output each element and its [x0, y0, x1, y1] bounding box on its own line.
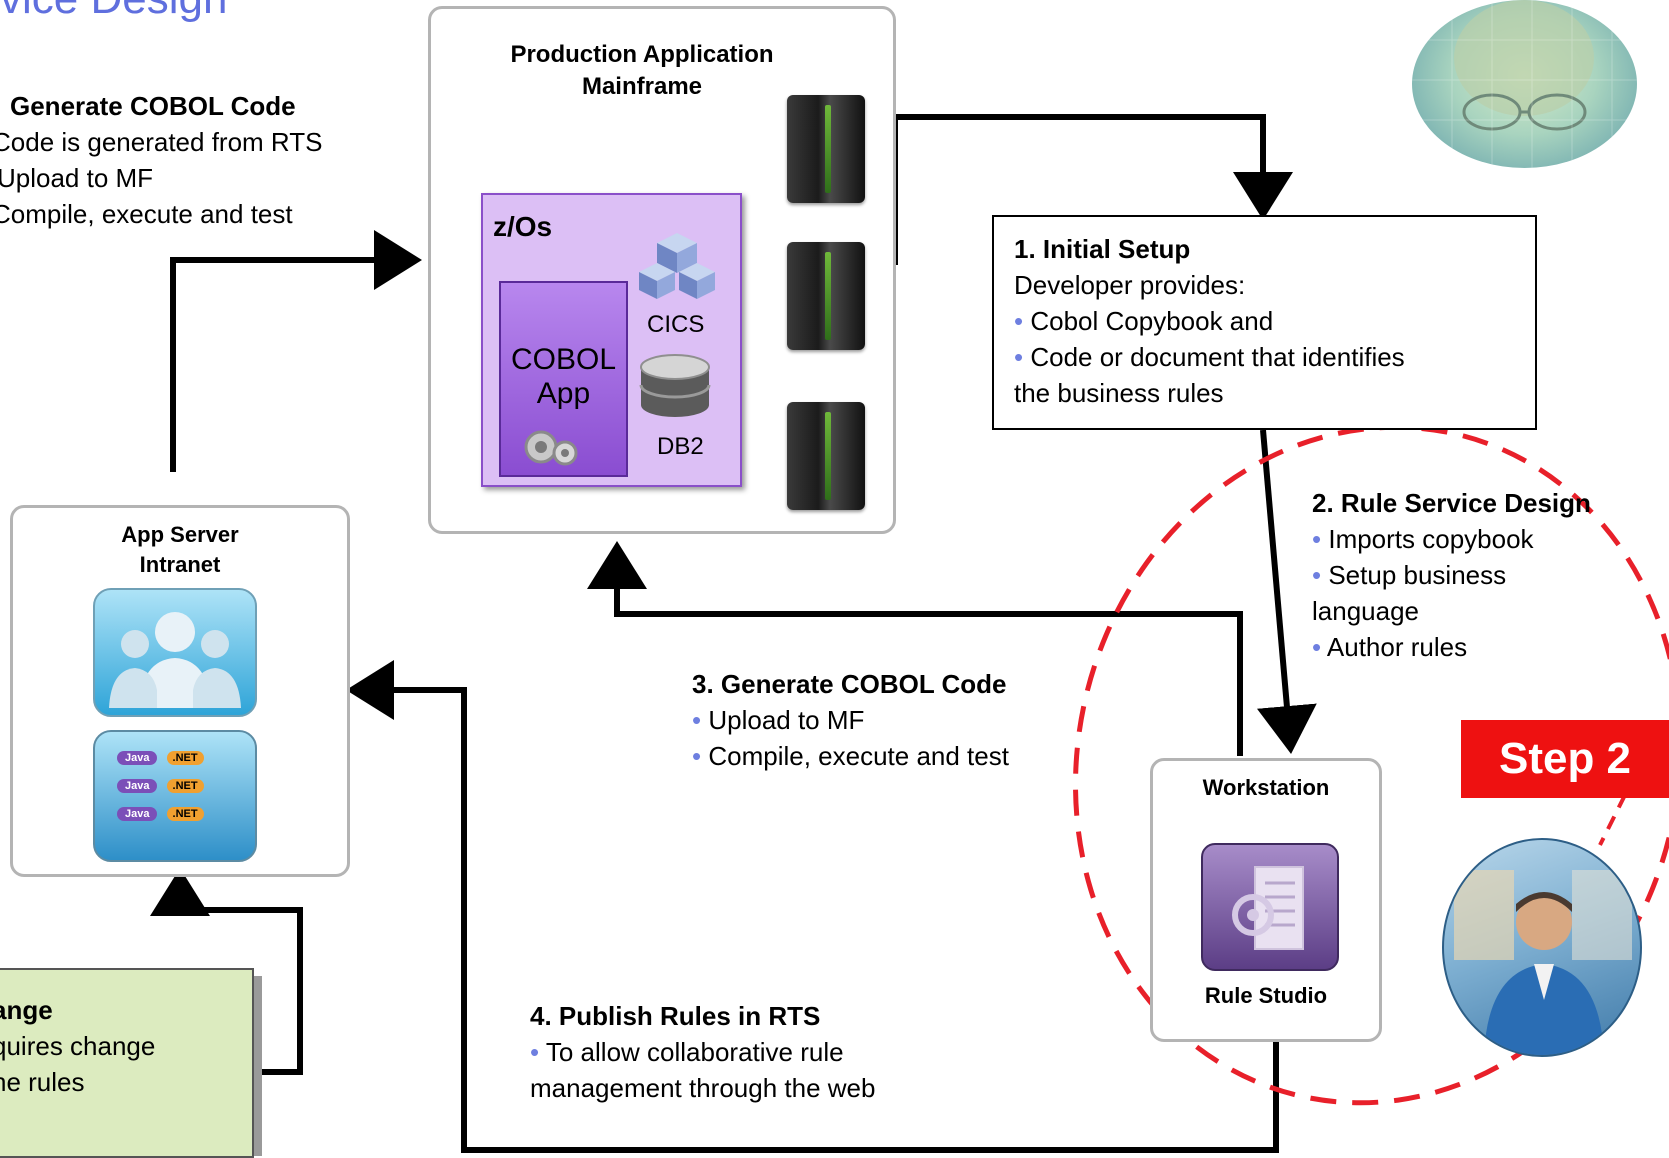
- cobol-app-panel: COBOL App: [499, 281, 628, 477]
- net-badge: .NET: [166, 779, 204, 793]
- publish-item-1-text: To allow collaborative rule: [545, 1037, 844, 1067]
- rule-service-item-1-text: Imports copybook: [1328, 524, 1534, 554]
- bullet-glyph: •: [1014, 306, 1024, 336]
- arrow-workstation-to-mainframe: [587, 541, 1243, 756]
- step-2-badge: Step 2: [1461, 720, 1669, 798]
- db-row-3: Java .NET: [117, 807, 204, 821]
- bullet-glyph: •: [1312, 524, 1322, 554]
- publish-item-1: • To allow collaborative rule: [530, 1034, 1050, 1070]
- mainframe-title-line1: Production Application: [510, 41, 774, 68]
- gears-icon: [521, 421, 581, 471]
- cics-cubes-icon: [637, 231, 717, 303]
- net-badge: .NET: [166, 751, 204, 765]
- rule-service-design-block: 2. Rule Service Design • Imports copyboo…: [1312, 485, 1669, 665]
- initial-setup-item-1-text: Cobol Copybook and: [1030, 306, 1274, 336]
- rule-service-item-2-cont: language: [1312, 596, 1419, 626]
- java-badge: Java: [117, 779, 158, 793]
- rule-service-item-2: • Setup business: [1312, 557, 1669, 593]
- change-note-line-2: he rules: [0, 1067, 85, 1097]
- bullet-glyph: •: [692, 741, 702, 771]
- arrow-workstation-to-appserver: [346, 660, 1279, 1153]
- publish-heading: 4. Publish Rules in RTS: [530, 1001, 821, 1031]
- bullet-glyph: •: [1014, 342, 1024, 372]
- app-server-box: App Server Intranet Java .NET Java .NET …: [10, 505, 350, 877]
- business-user-photo: [1442, 838, 1642, 1057]
- initial-setup-item-2-text: Code or document that identifies: [1030, 342, 1405, 372]
- initial-setup-item-2-cont: the business rules: [1014, 378, 1224, 408]
- java-badge: Java: [117, 807, 158, 821]
- top-left-line-2: Upload to MF: [0, 163, 154, 193]
- workstation-title: Workstation: [1202, 775, 1330, 800]
- generate-cobol-block: 3. Generate COBOL Code • Upload to MF • …: [692, 666, 1112, 774]
- workstation-box: Workstation Rule Studio: [1150, 758, 1382, 1042]
- zos-label: z/Os: [493, 211, 553, 242]
- server-rack-2-icon: [787, 242, 865, 350]
- change-note-line-1: quires change: [0, 1031, 156, 1061]
- initial-setup-heading: 1. Initial Setup: [1014, 234, 1191, 264]
- generate-item-1: • Upload to MF: [692, 702, 1112, 738]
- change-note-box: ange quires change he rules: [0, 968, 254, 1158]
- initial-setup-box: 1. Initial Setup Developer provides: • C…: [992, 215, 1537, 430]
- bullet-glyph: •: [530, 1037, 540, 1067]
- db-row-1: Java .NET: [117, 751, 204, 765]
- rule-studio-icon: [1201, 843, 1339, 971]
- bullet-glyph: •: [692, 705, 702, 735]
- db-row-2: Java .NET: [117, 779, 204, 793]
- top-left-heading: Generate COBOL Code: [10, 91, 296, 121]
- rule-service-item-3-text: Author rules: [1326, 632, 1468, 662]
- rule-service-item-1: • Imports copybook: [1312, 521, 1669, 557]
- rule-service-item-2-text: Setup business: [1328, 560, 1507, 590]
- bullet-glyph: •: [1312, 632, 1322, 662]
- zos-panel: z/Os COBOL App CICS: [481, 193, 742, 487]
- initial-setup-item-1: • Cobol Copybook and: [1014, 303, 1535, 339]
- cics-label: CICS: [647, 311, 705, 338]
- net-badge: .NET: [166, 807, 204, 821]
- users-group-icon: [93, 588, 257, 717]
- initial-setup-item-2: • Code or document that identifies: [1014, 339, 1535, 375]
- arrow-appserver-to-mainframe: [170, 230, 422, 472]
- initial-setup-intro: Developer provides:: [1014, 270, 1246, 300]
- top-left-line-3: Compile, execute and test: [0, 199, 293, 229]
- server-rack-3-icon: [787, 402, 865, 510]
- generate-heading: 3. Generate COBOL Code: [692, 669, 1007, 699]
- app-label: App: [536, 377, 591, 410]
- cobol-label: COBOL: [510, 343, 617, 376]
- arrow-setup-to-workstation: [1257, 429, 1317, 754]
- server-rack-1-icon: [787, 95, 865, 203]
- publish-rules-block: 4. Publish Rules in RTS • To allow colla…: [530, 998, 1050, 1106]
- developer-photo: [1412, 0, 1637, 168]
- arrow-change-to-appserver: [150, 868, 303, 1075]
- bullet-glyph: •: [1312, 560, 1322, 590]
- mainframe-title-line2: Mainframe: [581, 73, 703, 100]
- app-server-title-line2: Intranet: [139, 552, 221, 577]
- generate-item-2: • Compile, execute and test: [692, 738, 1112, 774]
- generate-item-2-text: Compile, execute and test: [708, 741, 1009, 771]
- db2-cylinder-icon: [637, 353, 713, 423]
- rule-service-item-3: • Author rules: [1312, 629, 1669, 665]
- generate-item-1-text: Upload to MF: [708, 705, 865, 735]
- publish-item-1-cont: management through the web: [530, 1073, 876, 1103]
- change-note-heading: ange: [0, 995, 53, 1025]
- app-server-title-line1: App Server: [121, 522, 239, 547]
- db2-label: DB2: [657, 433, 704, 460]
- java-badge: Java: [117, 751, 158, 765]
- rule-studio-caption: Rule Studio: [1204, 983, 1328, 1008]
- top-left-generate-block: Generate COBOL Code Code is generated fr…: [0, 88, 400, 232]
- rule-service-heading: 2. Rule Service Design: [1312, 488, 1591, 518]
- top-left-line-1: Code is generated from RTS: [0, 127, 323, 157]
- slide-title: vice Design: [0, 0, 227, 24]
- java-net-database-icon: Java .NET Java .NET Java .NET: [93, 730, 257, 862]
